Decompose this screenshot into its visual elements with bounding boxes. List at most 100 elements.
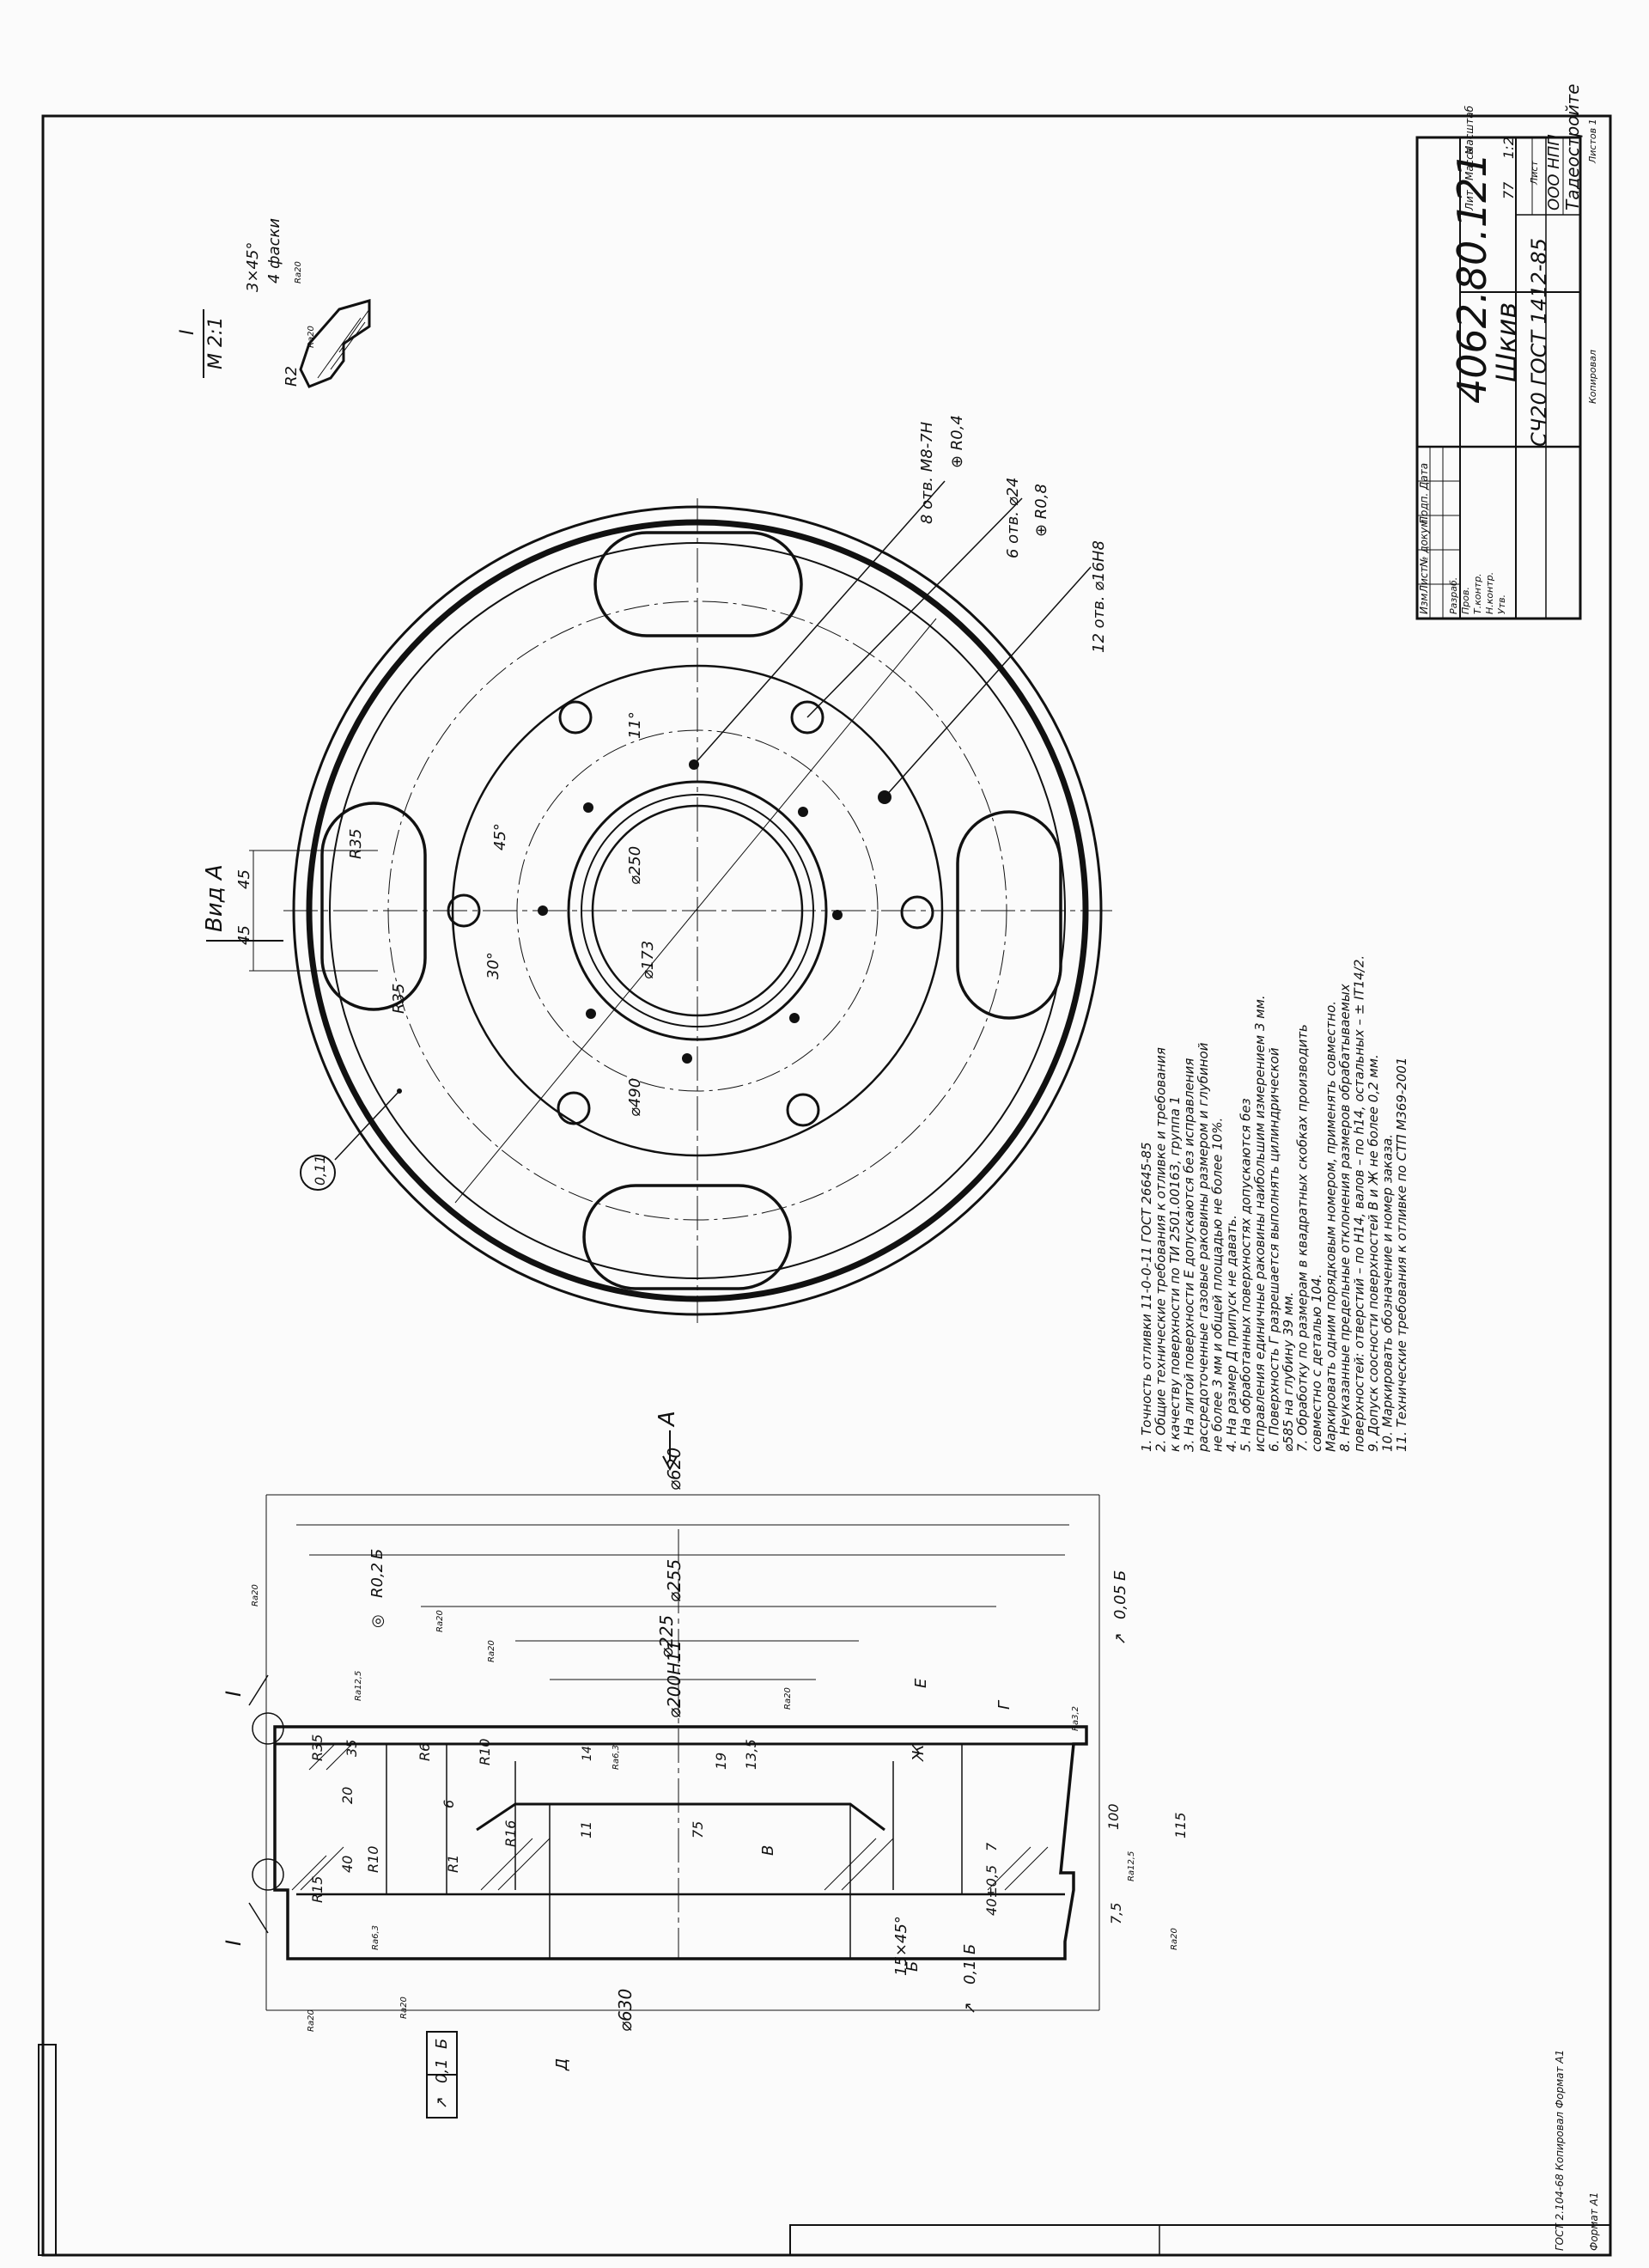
note-line: 7. Обработку по размерам в квадратных ск…: [1295, 1024, 1311, 1452]
rough-3: Ra20: [783, 1687, 793, 1710]
sec-d225: ⌀225: [656, 1615, 677, 1658]
window-slot-bottom: [582, 1184, 792, 1290]
bottom-stamp: [789, 2224, 1611, 2256]
title-block-frame: [1415, 136, 1582, 620]
hole-24-e: [557, 1091, 591, 1125]
rough-9: Ra3,2: [1071, 1706, 1080, 1731]
note-line: 9. Допуск соосности поверхностей В и Ж н…: [1366, 1054, 1381, 1452]
rough-5: Ra6,3: [371, 1925, 380, 1950]
detail-scale: М 2:1: [205, 317, 227, 369]
tb-row-izm: Изм: [1418, 594, 1430, 614]
view-arrow-head: [662, 1455, 678, 1472]
section-internal-lines: [386, 1744, 963, 1959]
rough-0: Ra20: [251, 1584, 260, 1606]
tb-row-ncontr: Н.контр.: [1484, 572, 1495, 614]
note-line: ⌀585 на глубину 39 мм.: [1281, 1292, 1296, 1452]
dim-ang30: 30°: [484, 952, 502, 979]
note-line: 8. Неуказанные предельные отклонения раз…: [1337, 984, 1353, 1452]
tb-row-list: Лист: [1418, 566, 1430, 594]
hole-m8-g: [538, 905, 548, 916]
diameter-leader-490: [454, 618, 937, 1204]
note-line: совместно с деталью 104.: [1309, 1274, 1324, 1452]
tol-runout-mid-sym: ↗: [961, 2002, 979, 2015]
tol-concentricity-datum: Б: [368, 1549, 386, 1559]
detail-chamfer-note: 4 фаски: [265, 218, 283, 284]
detail-label: I: [177, 330, 198, 336]
lit-label: Лит.: [1463, 186, 1476, 211]
rough-10: Ra12,5: [1127, 1851, 1136, 1881]
hole-m8-f: [586, 1009, 596, 1019]
leader-12-holes: [884, 566, 1092, 798]
detail-hatching: [317, 308, 370, 379]
sec-r10a: R10: [365, 1846, 381, 1873]
sec-r10b: R10: [477, 1739, 493, 1765]
detail-view: [203, 299, 371, 388]
dim-r35a: R35: [347, 829, 365, 859]
detail-profile: [299, 299, 371, 388]
dim-d250: ⌀250: [626, 846, 644, 885]
sec-r16: R16: [502, 1820, 519, 1847]
hole-m8-h: [583, 802, 593, 813]
callout-6-holes: 6 отв. ⌀24: [1004, 478, 1022, 558]
note-line: к качеству поверхности по ТИ 2501.00163,…: [1167, 1096, 1183, 1452]
note-line: 11. Технические требования к отливке по …: [1394, 1058, 1409, 1452]
material-text: СЧ20 ГОСТ 1412-85: [1527, 238, 1551, 447]
mass-text: 77: [1500, 181, 1517, 199]
rough-4: Ra12,5: [354, 1671, 363, 1701]
tb-row-tcontr: Т.контр.: [1472, 573, 1483, 614]
sec-40: 40: [339, 1856, 356, 1873]
callout-6-pos: ⊕ R0,8: [1032, 484, 1050, 537]
dim-d173: ⌀173: [639, 941, 657, 979]
sec-mark-d: Д: [553, 2058, 571, 2071]
tb-row-doc: № докум.: [1418, 516, 1430, 568]
dim-d490: ⌀490: [626, 1078, 644, 1117]
dim-45b: 45: [235, 925, 253, 945]
sec-d200: ⌀200Н11: [664, 1640, 685, 1718]
hole-m8-e: [682, 1053, 692, 1064]
detail-leaders: [248, 1674, 269, 1934]
detail-circle-bottom: [252, 1858, 284, 1891]
view-a-label: Вид А: [202, 864, 228, 932]
detail-r2: R2: [283, 366, 301, 387]
window-slot-left: [320, 802, 427, 1011]
rough-2: Ra20: [487, 1640, 496, 1662]
sec-35: 35: [344, 1740, 360, 1757]
sec-40-05: 40±0,5: [983, 1865, 1000, 1916]
section-view: [248, 1430, 1100, 2119]
copied-label: Копировал: [1587, 350, 1598, 404]
rough-1: Ra20: [435, 1610, 445, 1632]
tb-row-dev: Разраб.: [1448, 577, 1459, 614]
sec-115: 115: [1172, 1812, 1189, 1838]
sec-100: 100: [1105, 1803, 1122, 1830]
company-text: ООО НПП: [1545, 134, 1563, 210]
technical-notes: 1. Точность отливки 11-0-0-11 ГОСТ 26645…: [1139, 955, 1409, 1453]
tb-row-check: Пров.: [1460, 587, 1471, 614]
sheets-label: Листов 1: [1587, 119, 1598, 164]
hole-24-c: [900, 895, 934, 930]
note-line: 5. На обработанных поверхностях допускаю…: [1238, 1098, 1254, 1452]
tb-grid: [1417, 137, 1564, 619]
sec-r15: R15: [309, 1876, 326, 1903]
note-line: 2. Общие технические требования к отливк…: [1153, 1047, 1169, 1452]
note-line: 10. Маркировать обозначение и номер зака…: [1380, 1134, 1396, 1452]
sec-75: 75: [690, 1821, 706, 1838]
note-line: не более 3 мм и общей площадью не более …: [1210, 1118, 1226, 1452]
front-view: [206, 480, 1112, 1323]
callout-8-holes: 8 отв. М8-7Н: [918, 421, 936, 524]
sec-13-5: 13,5: [743, 1739, 759, 1770]
sec-r6: R6: [417, 1743, 433, 1761]
stamp-footer: ГОСТ 2.104-68 Копировал Формат А1: [1554, 2050, 1566, 2251]
hole-m8-c: [832, 910, 843, 920]
tol-runout-top-sym: ↗: [1111, 1632, 1129, 1645]
dim-45a: 45: [235, 869, 253, 889]
section-marker-top: I: [222, 1691, 246, 1697]
sec-mark-v: В: [759, 1845, 777, 1856]
hole-24-a: [558, 700, 593, 735]
part-name-text: Шкив: [1490, 302, 1523, 382]
sec-d630: ⌀630: [615, 1989, 636, 2032]
hole-m8-d: [789, 1013, 800, 1023]
tb-row-sign: Подп.: [1418, 493, 1430, 524]
note-line: 3. На литой поверхности Е допускаются бе…: [1182, 1058, 1197, 1452]
note-line: 1. Точность отливки 11-0-0-11 ГОСТ 26645…: [1139, 1142, 1154, 1452]
